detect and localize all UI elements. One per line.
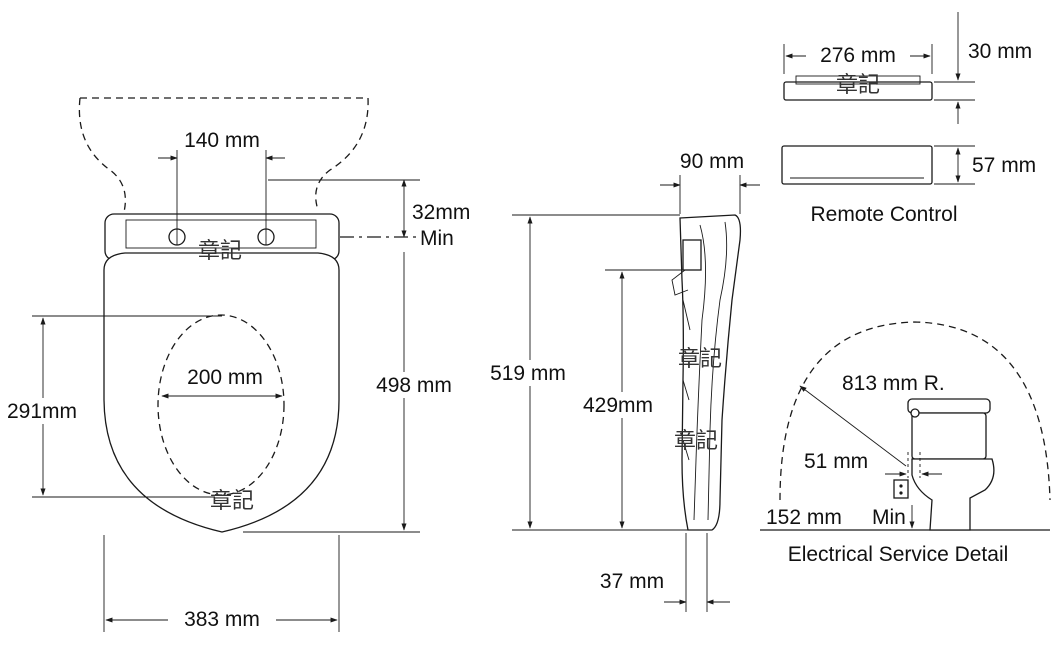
toilet-bowl <box>911 458 995 531</box>
dim-outlet-height: 152 mm <box>766 506 842 529</box>
watermark-hinge: 章記 <box>198 239 242 264</box>
hinge-plate <box>125 219 317 249</box>
remote-top-base <box>783 81 933 101</box>
side-view: 90 mm 519 mm 429mm 37 mm 章記 章記 <box>482 150 760 612</box>
toilet-tank <box>911 412 987 460</box>
dim-outlet-offset: 51 mm <box>804 450 868 473</box>
bowl-outline-dashed <box>78 97 369 213</box>
side-inner-profile <box>707 221 728 521</box>
remote-side-body <box>781 145 933 185</box>
remote-control: 276 mm 30 mm 57 mm Remote Control 章記 <box>781 12 1036 226</box>
top-view: 140 mm 200 mm 291mm 32mm Min 498 mm 383 … <box>0 97 470 632</box>
radius-arc-dashed <box>779 321 1051 501</box>
dim-min-gap: 32mm <box>412 201 470 224</box>
wall-outlet <box>893 479 909 499</box>
dim-outlet-height-min: Min <box>872 506 906 529</box>
dim-remote-width: 276 mm <box>820 44 896 67</box>
dim-seat-length: 498 mm <box>376 374 452 397</box>
dim-side-top: 90 mm <box>680 150 744 173</box>
side-control-block <box>682 239 702 271</box>
dim-side-bottom: 37 mm <box>600 570 664 593</box>
side-body-profile <box>679 214 742 531</box>
watermark-side-1: 章記 <box>678 347 722 372</box>
watermark-remote: 章記 <box>836 73 880 98</box>
dim-side-inner: 429mm <box>583 394 653 417</box>
dim-side-length: 519 mm <box>490 362 566 385</box>
service-caption: Electrical Service Detail <box>788 543 1009 566</box>
dim-opening-width: 200 mm <box>187 366 263 389</box>
seat-opening-dashed <box>157 314 285 496</box>
toilet-tank-lid <box>907 398 991 414</box>
dim-hole-spacing: 140 mm <box>184 129 260 152</box>
dim-remote-thick: 30 mm <box>968 40 1032 63</box>
dim-min-word: Min <box>420 227 454 250</box>
dim-radius: 813 mm R. <box>842 372 945 395</box>
watermark-side-2: 章記 <box>674 429 718 454</box>
dim-opening-length: 291mm <box>7 400 77 423</box>
dim-remote-depth: 57 mm <box>972 154 1036 177</box>
electrical-service-detail: 813 mm R. 51 mm 152 mm Min Electrical Se… <box>760 321 1051 566</box>
dim-seat-width: 383 mm <box>184 608 260 631</box>
seat-outline <box>103 252 340 533</box>
watermark-seat: 章記 <box>210 489 254 514</box>
remote-caption: Remote Control <box>810 203 957 226</box>
